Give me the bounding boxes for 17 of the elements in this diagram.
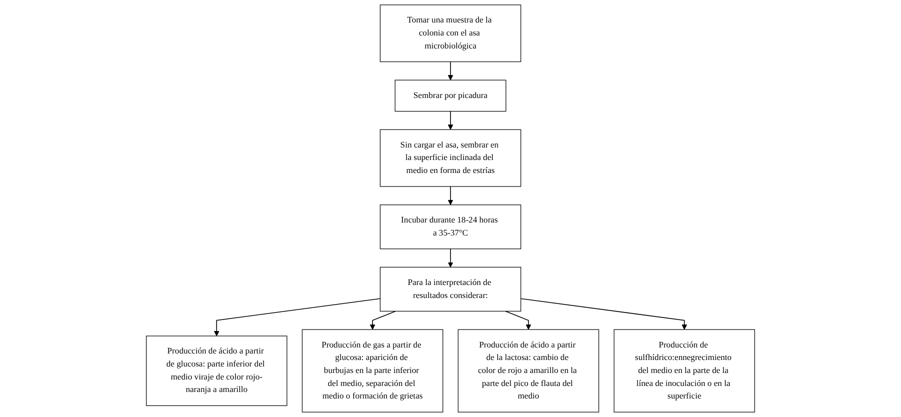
node-box: Producción de ácido a partir de glucosa: parte inferior del medio viraje de color rojo-naranja a amarillo (146, 336, 288, 406)
arrow (448, 110, 454, 130)
arrow (520, 298, 688, 330)
arrow (505, 310, 532, 330)
arrow (448, 186, 454, 206)
node-box: Producción de ácido a partir de la lactosa: cambio de color de rojo a amarillo en la parte del pico de flauta del medio (458, 329, 600, 412)
node-box: Sin cargar el asa, sembrar en la superficie inclinada del medio en forma de estrías (380, 129, 522, 187)
arrow (448, 248, 454, 268)
arrow (370, 310, 396, 330)
arrow (214, 298, 381, 336)
node-box: Tomar una muestra de la colonia con el asa microbiológica (380, 4, 522, 62)
node-box: Sembrar por picadura (394, 80, 506, 112)
node-box: Incubar durante 18-24 horas a 35-37°C (380, 204, 522, 250)
node-box: Para la interpretación de resultados considerar: (380, 266, 522, 312)
node-box: Producción de sulfhídrico:ennegrecimiento del medio en la parte de la línea de inoculación o en la superficie (614, 329, 755, 412)
arrow (448, 61, 454, 80)
node-box: Producción de gas a partir de glucosa: aparición de burbujas en la parte inferior del medio, separación del medio o formación de grietas (302, 329, 444, 412)
